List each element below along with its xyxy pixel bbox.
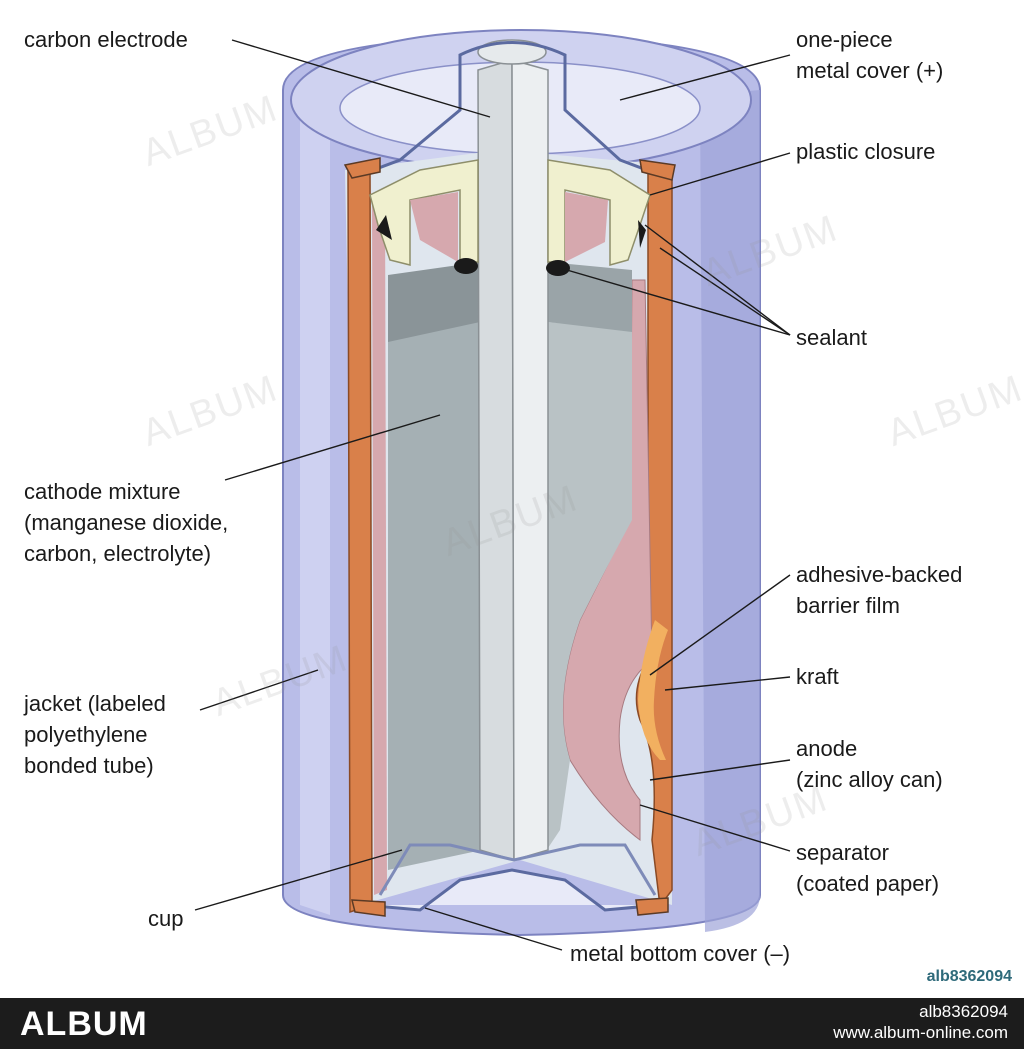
footer-bar: ALBUM alb8362094 www.album-online.com [0,998,1024,1049]
rim-crimp-right [639,159,676,181]
cathode-right [548,322,632,848]
image-id-tag: alb8362094 [926,968,1012,985]
closure-pink-left [410,192,458,262]
cathode-left [388,320,482,870]
label-bottom-cover: metal bottom cover (–) [570,941,791,966]
jacket-highlight [300,110,330,915]
label-kraft: kraft [796,664,839,689]
sealant-center-left [454,258,478,274]
separator-left [372,195,387,895]
label-plastic-closure: plastic closure [796,139,936,164]
sealant-center-right [546,260,570,276]
footer-url-link[interactable]: www.album-online.com [833,1023,1008,1042]
cathode-top-left [388,262,480,342]
metal-bottom-cover [364,868,661,912]
label-cup: cup [148,906,184,931]
label-sealant: sealant [796,325,867,350]
rim-crimp-left [343,157,381,179]
cup [378,843,657,896]
carbon-rod-left-face [477,58,515,862]
jacket-shading [700,90,760,932]
label-anode: anode (zinc alloy can) [796,736,943,792]
album-logo[interactable]: ALBUM [20,1005,148,1043]
bottom-crimp-right [635,897,669,916]
bottom-crimp-left [351,899,386,917]
cathode-top-right [548,262,632,332]
barrier-film [638,620,668,760]
label-metal-cover: one-piece metal cover (+) [796,27,944,83]
plastic-closure-left [369,159,479,266]
leader-lines [194,39,791,951]
zinc-can-left [347,164,373,914]
label-carbon-electrode: carbon electrode [24,27,188,52]
carbon-rod-top [477,39,547,65]
metal-top-cover [359,41,661,177]
label-separator: separator (coated paper) [796,840,940,896]
label-jacket: jacket (labeled polyethylene bonded tube… [24,691,166,778]
carbon-rod-right-face [511,59,549,862]
closure-pink-right [565,192,608,262]
sealant-rim-left [376,215,392,240]
sealant-rim-right [638,220,646,248]
battery-cutaway-illustration [194,29,791,951]
footer-image-id: alb8362094 [919,1002,1008,1021]
label-adhesive-film: adhesive-backed barrier film [796,562,963,618]
label-cathode-mixture: cathode mixture (manganese dioxide, carb… [24,479,229,566]
